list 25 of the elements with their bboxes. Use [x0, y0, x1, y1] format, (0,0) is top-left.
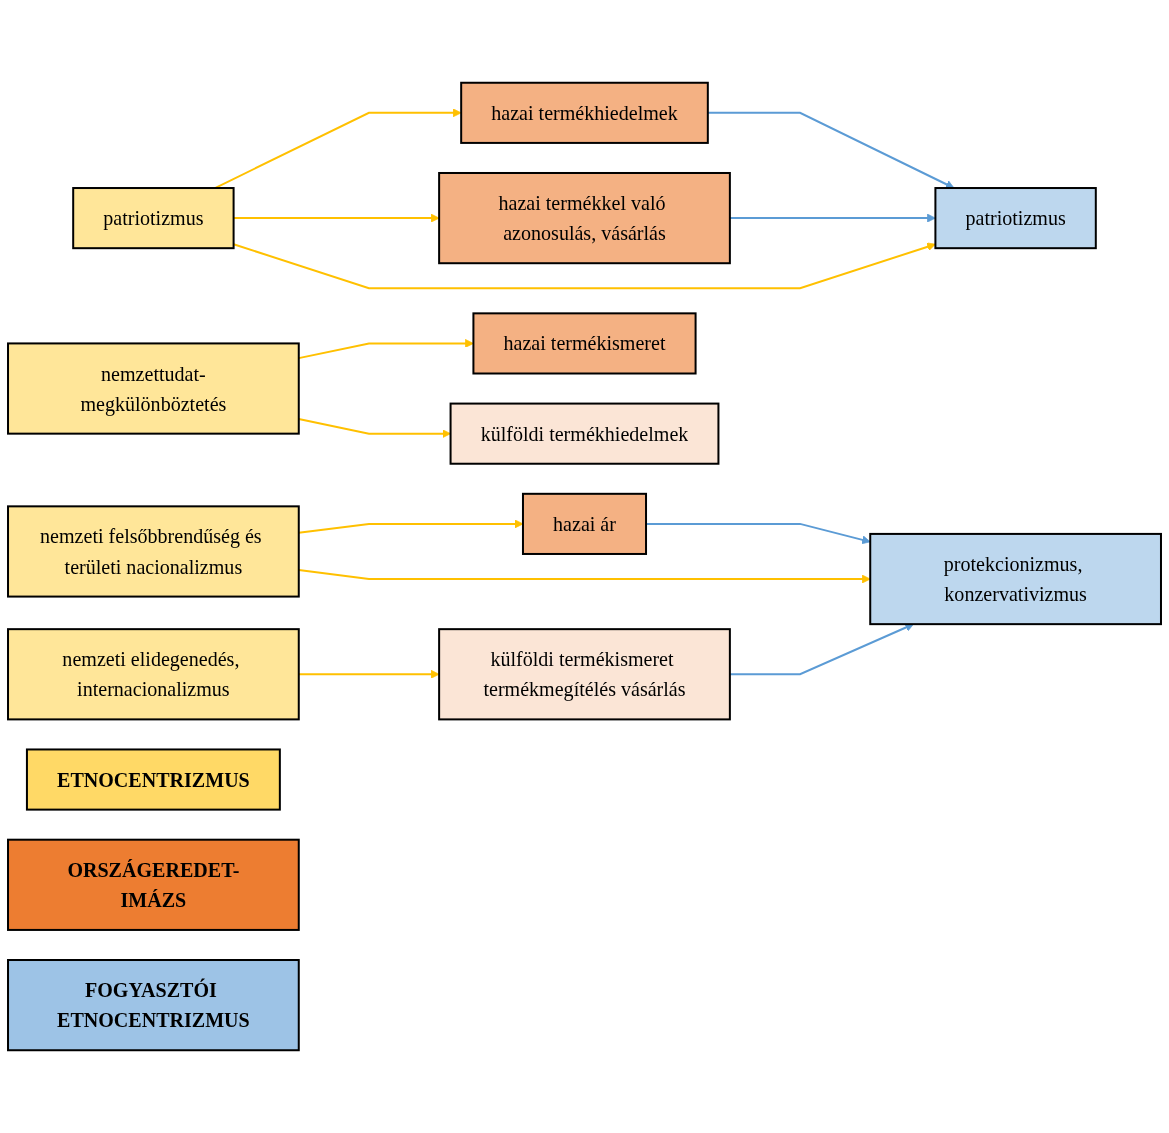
node-box: patriotizmus: [72, 187, 235, 250]
node-box: hazai termékhiedelmek: [460, 81, 709, 144]
node-box: nemzeti elidegenedés, internacionalizmus: [7, 628, 300, 721]
arrow: [233, 213, 440, 223]
node-box: FOGYASZTÓI ETNOCENTRIZMUS: [7, 959, 300, 1052]
node-box: külföldi termékhiedelmek: [449, 402, 720, 465]
node-box: nemzettudat-megkülönböztetés: [7, 342, 300, 435]
node-box: protekcionizmus, konzervativizmus: [869, 532, 1162, 626]
node-box: külföldi termékismeret termékmegítélés vásárlás: [438, 628, 731, 721]
node-box: nemzeti felsőbbrendűség és területi nacionalizmus: [7, 505, 300, 598]
arrow: [646, 522, 871, 545]
node-box: patriotizmus: [934, 187, 1097, 250]
node-box: ETNOCENTRIZMUS: [25, 748, 281, 811]
arrow: [298, 339, 474, 360]
arrow: [729, 213, 936, 223]
node-box: ORSZÁGEREDET-IMÁZS: [7, 838, 300, 931]
node-box: hazai termékkel való azonosulás, vásárlás: [438, 172, 731, 265]
node-box: hazai termékismeret: [472, 312, 697, 375]
arrow: [214, 108, 462, 189]
arrow: [298, 418, 451, 439]
arrow: [233, 242, 936, 290]
arrow: [707, 111, 955, 189]
arrow: [298, 569, 871, 584]
node-box: hazai ár: [521, 492, 648, 555]
arrow: [298, 669, 440, 679]
